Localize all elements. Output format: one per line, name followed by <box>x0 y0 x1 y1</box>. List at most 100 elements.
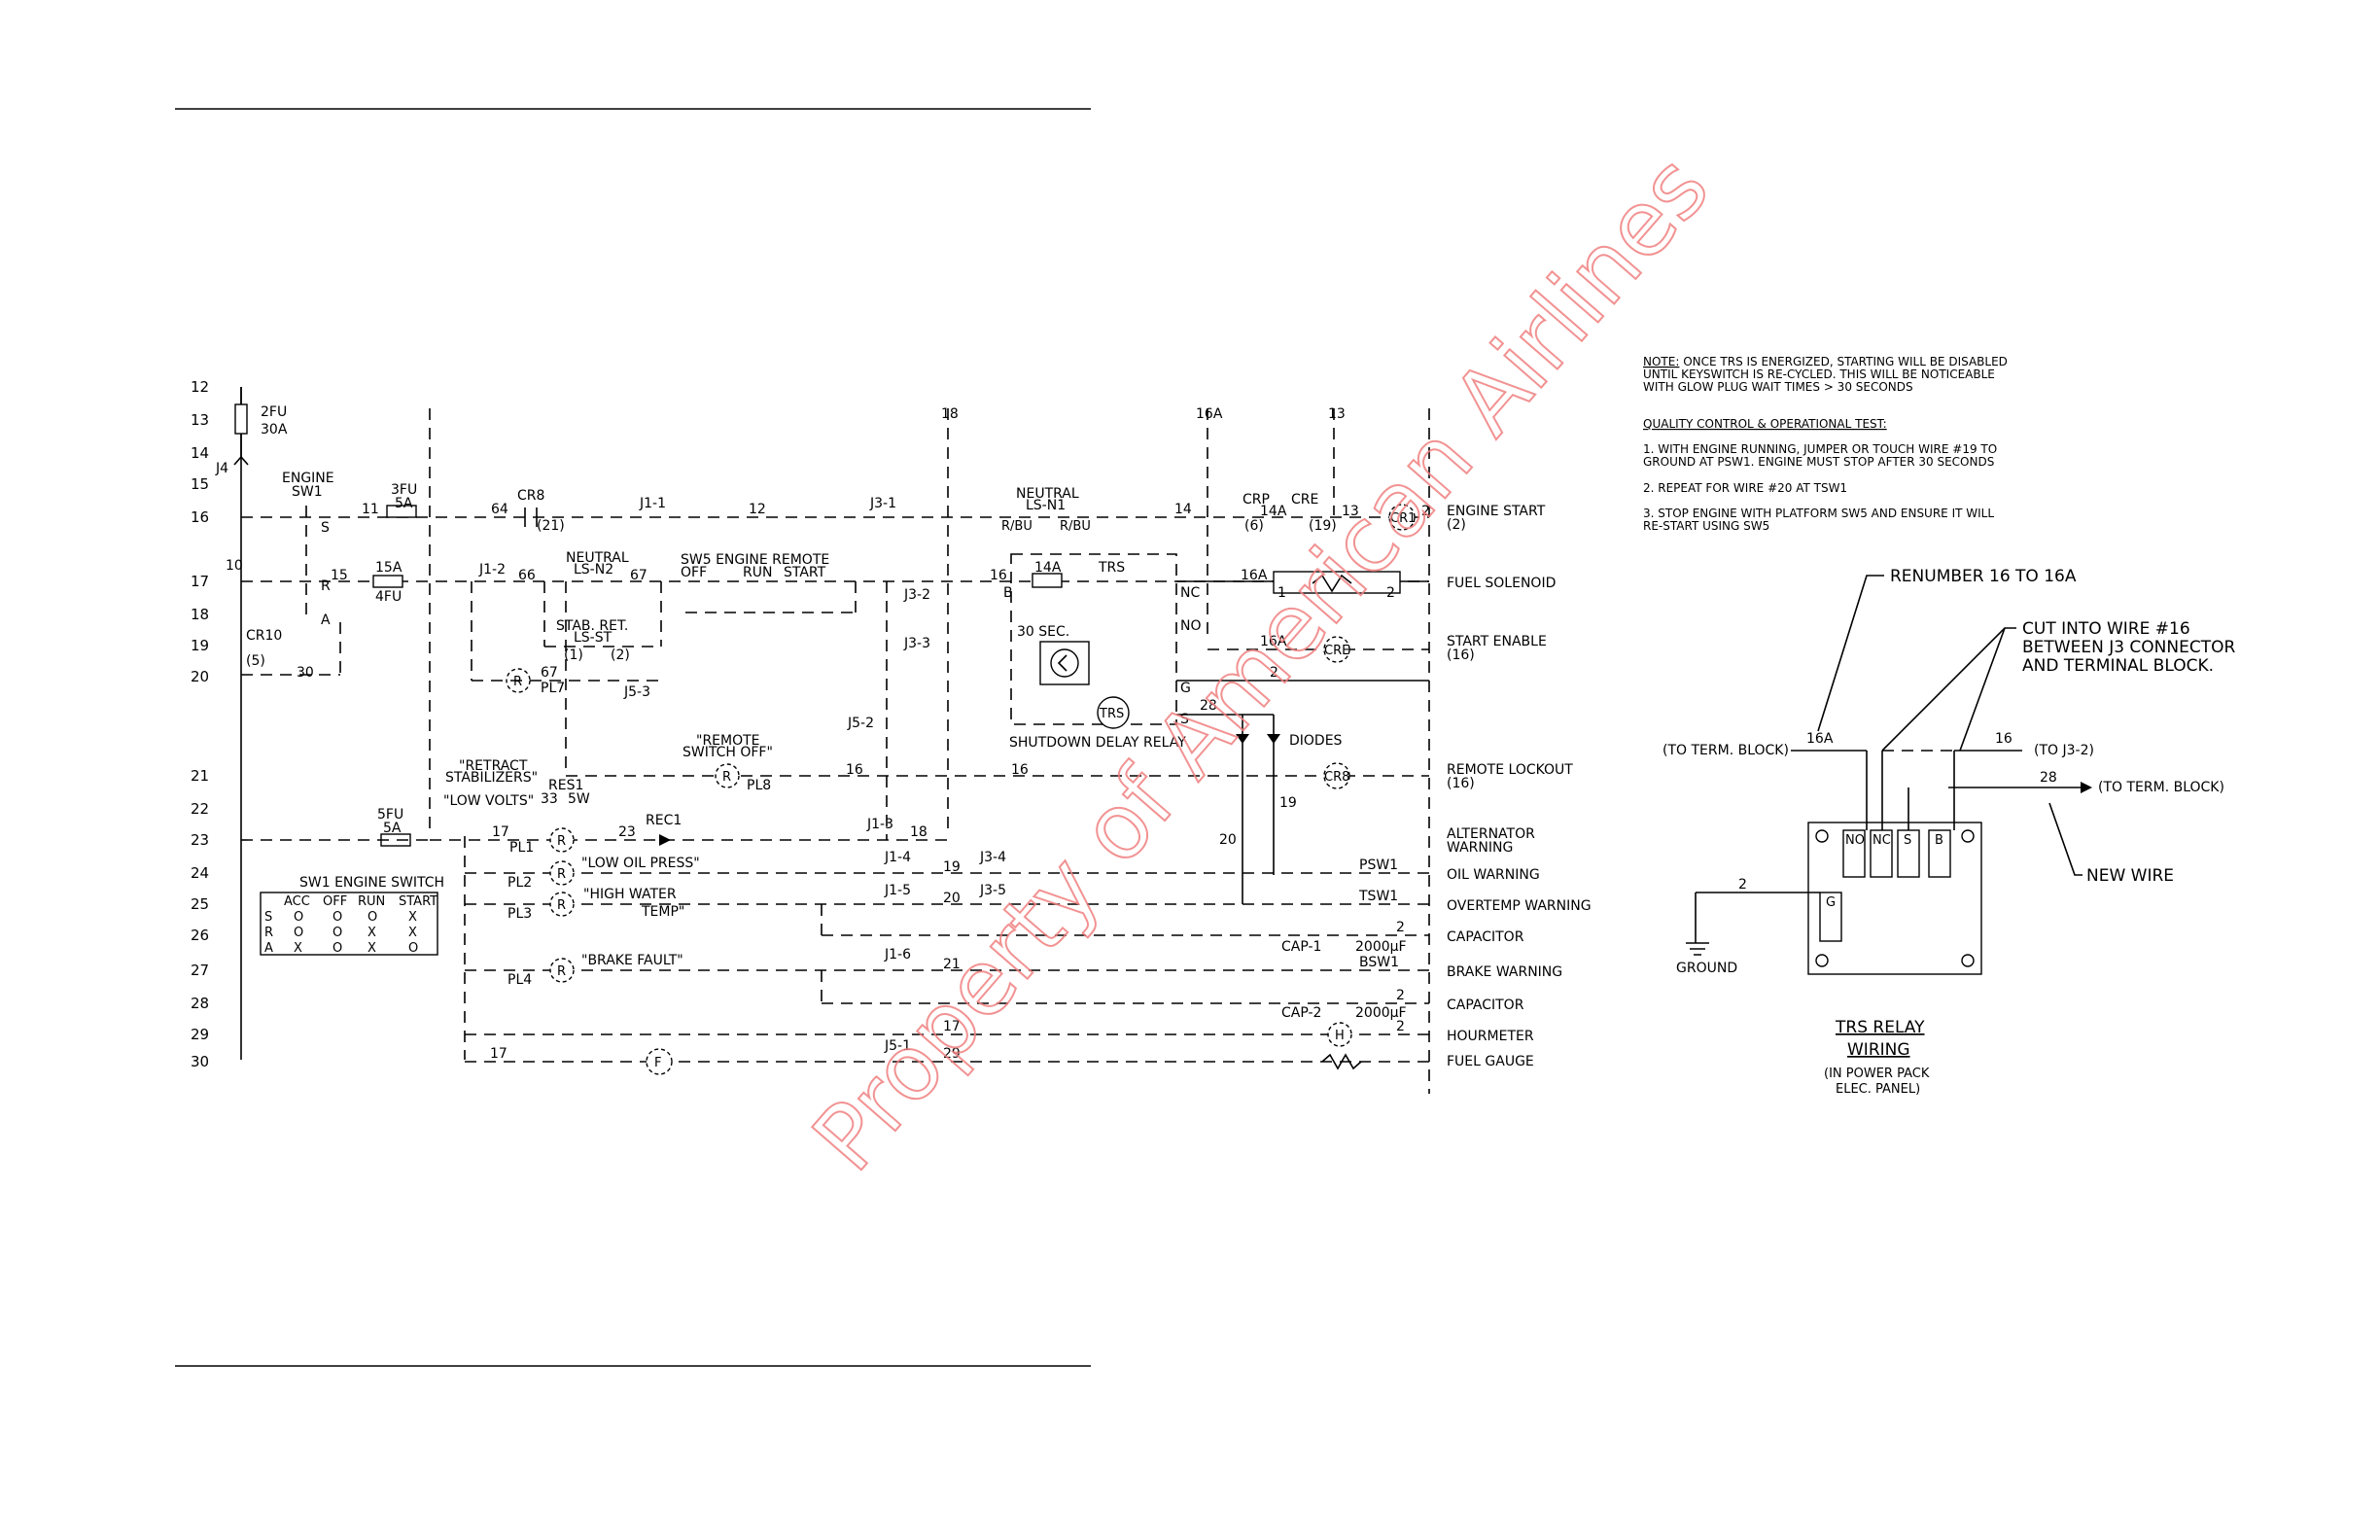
retract-l2: STABILIZERS" <box>445 770 538 786</box>
timer-clock-icon <box>1050 648 1079 678</box>
relay-nc: NC <box>1180 585 1200 601</box>
sw5-title: SW5 ENGINE REMOTE <box>681 552 829 568</box>
sw1-cell-s-0: O <box>294 910 303 925</box>
row-number-17: 17 <box>191 573 209 590</box>
fuel-sender-resistor <box>1321 1053 1362 1070</box>
j5-1-label: J5-1 <box>884 1038 911 1054</box>
sw1-cell-s-3: X <box>408 910 417 925</box>
label-hourmeter: HOURMETER <box>1447 1029 1534 1044</box>
qc-3-line-2: RE-START USING SW5 <box>1643 519 1769 533</box>
high-water-l1: "HIGH WATER <box>583 887 677 902</box>
pl4-label: PL4 <box>508 972 532 988</box>
relay-14a-element <box>1032 573 1063 588</box>
terminal-s-label: S <box>1904 833 1911 848</box>
neutral-n1-ls: LS-N1 <box>1026 498 1066 513</box>
cr10-label: CR10 <box>246 628 282 644</box>
pl7-r: R <box>513 675 522 689</box>
low-volts-label: "LOW VOLTS" <box>443 793 534 809</box>
hourmeter-h: H <box>1335 1029 1345 1043</box>
engine-switch-label: ENGINE <box>282 471 334 486</box>
sw1-cell-r-1: O <box>332 926 342 940</box>
fuel-gauge-f: F <box>654 1056 661 1070</box>
row-number-18: 18 <box>191 606 209 623</box>
row-number-21: 21 <box>191 767 209 785</box>
rbu-2: R/BU <box>1060 519 1091 534</box>
note-line-1: NOTE: ONCE TRS IS ENERGIZED, STARTING WI… <box>1643 355 2008 368</box>
brake-fault-label: "BRAKE FAULT" <box>581 953 683 968</box>
terminal-g <box>1819 892 1842 942</box>
wire-17-r23: 17 <box>492 824 509 840</box>
stab-p1: (1) <box>564 648 583 663</box>
terminal-g-label: G <box>1826 895 1836 910</box>
engine-switch-sw1: SW1 <box>292 484 323 500</box>
pl2-r: R <box>557 867 566 882</box>
cut-label-1: CUT INTO WIRE #16 <box>2022 619 2190 639</box>
relay-s: S <box>1180 712 1189 727</box>
label-engine-start: ENGINE START <box>1447 504 1546 519</box>
sw1-header-start: START <box>399 894 438 909</box>
relay-30sec: 30 SEC. <box>1017 624 1069 640</box>
screw-icon-br <box>1961 954 1975 967</box>
trs-sub-1: (IN POWER PACK <box>1824 1067 1930 1081</box>
rec1-label: REC1 <box>646 813 682 828</box>
label-capacitor-1: CAPACITOR <box>1447 929 1524 945</box>
sw1-r-tag: R <box>321 578 331 594</box>
neutral-n2-label: NEUTRAL <box>566 550 629 566</box>
sw1-cell-r-2: X <box>368 926 376 940</box>
label-brake-warning: BRAKE WARNING <box>1447 964 1562 980</box>
sw1-table-title: SW1 ENGINE SWITCH <box>299 875 444 891</box>
sw1-cell-r-0: O <box>294 926 303 940</box>
j4-connector <box>233 455 249 466</box>
cr1-label: CR1 <box>1390 511 1416 526</box>
terminal-nc-label: NC <box>1872 833 1891 848</box>
cut-label-3: AND TERMINAL BLOCK. <box>2022 656 2214 676</box>
sw1-a-tag: A <box>321 612 331 628</box>
fuse-2fu-label: 2FU <box>261 404 287 420</box>
cap2-value: 2000μF <box>1355 1005 1407 1021</box>
row-number-23: 23 <box>191 831 209 849</box>
screw-icon-tl <box>1815 829 1829 843</box>
sw1-table-frame <box>260 892 438 956</box>
rbu-1: R/BU <box>1001 519 1032 534</box>
crp-sub: (6) <box>1244 518 1264 534</box>
pl8-label: PL8 <box>747 778 771 793</box>
sw5-start: START <box>784 565 826 580</box>
label-alternator-warning: WARNING <box>1447 840 1513 856</box>
wire-15: 15 <box>331 568 348 583</box>
wire-2-r16: 2 <box>1421 504 1430 519</box>
tsw1-label: TSW1 <box>1358 889 1398 904</box>
note-line-3: WITH GLOW PLUG WAIT TIMES > 30 SECONDS <box>1643 380 1913 394</box>
stab-p2: (2) <box>611 648 630 663</box>
label-fuel-gauge: FUEL GAUGE <box>1447 1054 1534 1069</box>
bsw1-label: BSW1 <box>1359 955 1399 970</box>
cr10-sub: (5) <box>246 653 265 669</box>
sw1-header-acc: ACC <box>284 894 310 909</box>
fuse-3fu-rating: 5A <box>395 496 413 511</box>
row-number-26: 26 <box>191 927 209 944</box>
neutral-n1-label: NEUTRAL <box>1016 486 1079 502</box>
pl3-label: PL3 <box>508 906 532 922</box>
remote-switch-off-l1: "REMOTE <box>696 733 760 749</box>
to-j3-2: (TO J3-2) <box>2034 743 2094 758</box>
notes-block: NOTE: ONCE TRS IS ENERGIZED, STARTING WI… <box>1643 355 2008 533</box>
tag-18: 18 <box>941 406 959 422</box>
terminal-no <box>1842 829 1866 878</box>
row-number-13: 13 <box>191 411 209 429</box>
row-number-30: 30 <box>191 1053 209 1070</box>
fuse-2fu <box>234 403 248 435</box>
fuse-3fu <box>386 505 417 518</box>
neutral-n2-ls: LS-N2 <box>574 562 613 578</box>
remote-switch-off-l2: SWITCH OFF" <box>682 745 773 760</box>
j1-6-label: J1-6 <box>884 947 911 962</box>
diodes-label: DIODES <box>1289 733 1343 749</box>
fuse-3fu-label: 3FU <box>391 482 417 498</box>
row-number-12: 12 <box>191 378 209 396</box>
to-term-right: (TO TERM. BLOCK) <box>2098 780 2224 795</box>
cr8-label: CR8 <box>517 488 544 504</box>
pilot-pl3 <box>549 892 575 917</box>
sw1-row-key-a: A <box>264 941 273 956</box>
j1-2-label: J1-2 <box>478 562 506 578</box>
j3-1-label: J3-1 <box>869 496 896 511</box>
